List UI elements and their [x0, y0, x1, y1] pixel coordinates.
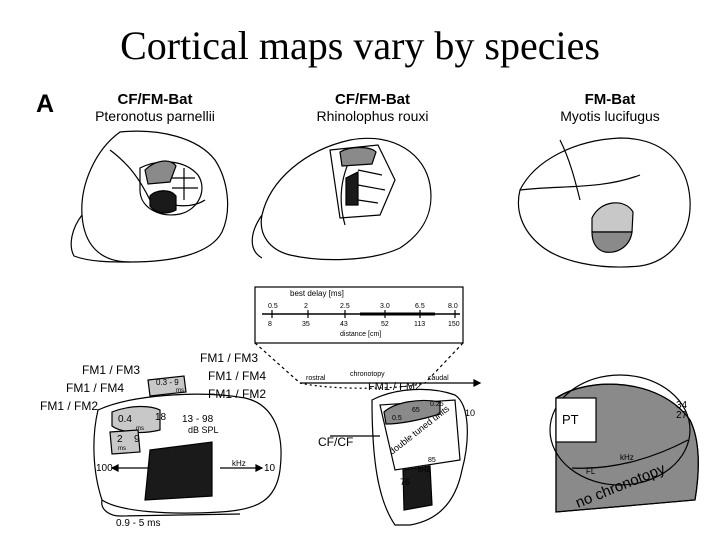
label-cf-cf: CF/CF — [318, 435, 353, 449]
label-ms-small2: ms — [118, 446, 126, 452]
distance-value: 52 — [381, 321, 389, 328]
label-fm1-fm3-right: FM1 / FM3 — [200, 351, 258, 365]
label-myotis-khz: kHz — [620, 453, 634, 462]
label-85: 85 — [428, 457, 436, 464]
chronotopy-arrow — [474, 380, 480, 386]
label-9: 9 — [134, 434, 140, 445]
delay-value: 2.5 — [340, 303, 350, 310]
label-fm1-fm2-right: FM1 / FM2 — [208, 387, 266, 401]
delay-value: 3.0 — [380, 303, 390, 310]
label-ms-range: 0.3 - 9 — [156, 378, 179, 387]
label-fm1-fm3-left: FM1 / FM3 — [82, 363, 140, 377]
label-ms-unit: ms — [176, 388, 184, 394]
brain-outline-pteronotus — [71, 131, 227, 262]
label-db-unit: dB SPL — [188, 425, 219, 435]
rostral-label: rostral — [306, 375, 326, 382]
rhinolophus-gray-area — [340, 148, 376, 167]
distance-value: 35 — [302, 321, 310, 328]
label-0-25: 0.25 — [430, 401, 444, 408]
label-100: 100 — [96, 463, 113, 474]
label-khz: kHz — [232, 459, 246, 468]
distance-value: 150 — [448, 321, 460, 328]
label-fl: FL — [586, 467, 596, 476]
label-rhino-khz: kHz — [418, 467, 431, 474]
label-10: 10 — [264, 463, 276, 474]
rhinolophus-grid — [358, 170, 385, 203]
rhinolophus-dark-area — [346, 172, 358, 205]
label-2: 2 — [117, 434, 123, 445]
label-db-range: 13 - 98 — [182, 414, 214, 425]
myotis-light-area — [592, 203, 633, 232]
delay-value: 6.5 — [415, 303, 425, 310]
chronotopy-label: chronotopy — [350, 371, 385, 378]
distance-value: 43 — [340, 321, 348, 328]
distance-value: 113 — [414, 321, 425, 328]
delay-value: 8.0 — [448, 303, 458, 310]
label-ms-small1: ms — [136, 426, 144, 432]
label-27: 27 — [676, 410, 688, 421]
delay-value: 2 — [304, 303, 308, 310]
pteronotus-zoom-dark-area — [145, 442, 212, 500]
label-d76: 76 — [400, 477, 410, 487]
distance-value: 8 — [268, 321, 272, 328]
label-fm1-fm2: FM1 / FM2 — [368, 381, 421, 393]
label-fm1-fm4-left: FM1 / FM4 — [66, 381, 124, 395]
label-d10: 10 — [465, 408, 475, 418]
label-fm1-fm4-right: FM1 / FM4 — [208, 369, 266, 383]
label-fm1-fm2-left: FM1 / FM2 — [40, 399, 98, 413]
label-bottom-range: 0.9 - 5 ms — [116, 518, 160, 529]
caudal-label: caudal — [428, 375, 449, 382]
delay-value: 0.5 — [268, 303, 278, 310]
pteronotus-dark-area — [150, 191, 176, 213]
label-pt: PT — [562, 412, 579, 427]
myotis-gray-area — [592, 232, 632, 252]
distance-label: distance [cm] — [340, 331, 381, 338]
label-0-5: 0.5 — [392, 415, 402, 422]
label-65: 65 — [412, 407, 420, 414]
delay-scale-title: best delay [ms] — [290, 289, 344, 298]
label-0-4: 0.4 — [118, 414, 132, 425]
label-18: 18 — [155, 412, 167, 423]
